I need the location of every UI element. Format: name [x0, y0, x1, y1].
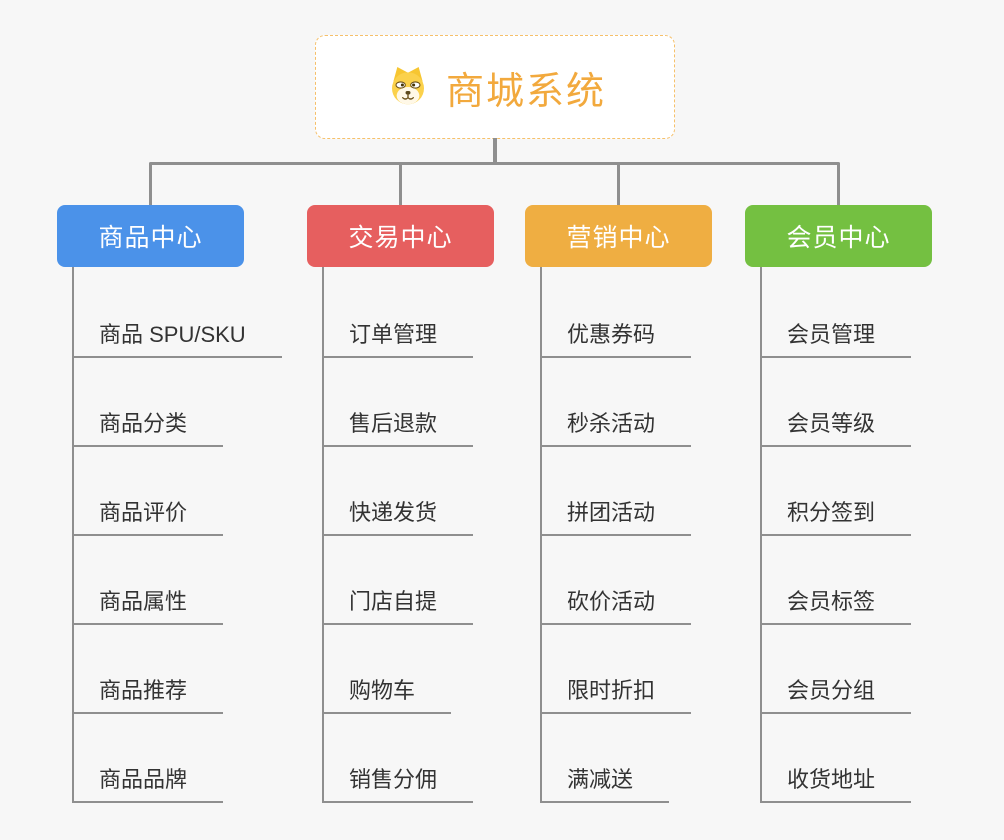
subtopic[interactable]: 快递发货 — [322, 501, 474, 536]
branch-trade-center: 交易中心 订单管理 售后退款 快递发货 门店自提 购物车 销售分佣 — [307, 205, 494, 840]
subtopic[interactable]: 砍价活动 — [540, 590, 692, 625]
branch-product-center: 商品中心 商品 SPU/SKU 商品分类 商品评价 商品属性 商品推荐 商品品牌 — [57, 205, 282, 840]
subtopic[interactable]: 商品分类 — [72, 412, 224, 447]
subtopic[interactable]: 限时折扣 — [540, 679, 692, 714]
subtopic[interactable]: 订单管理 — [322, 323, 474, 358]
root-topic[interactable]: 商城系统 — [315, 35, 675, 139]
subtopic[interactable]: 商品属性 — [72, 590, 224, 625]
subtopic[interactable]: 商品评价 — [72, 501, 224, 536]
subtopic[interactable]: 秒杀活动 — [540, 412, 692, 447]
subtopic[interactable]: 商品品牌 — [72, 768, 224, 803]
subtopic[interactable]: 拼团活动 — [540, 501, 692, 536]
subtopic[interactable]: 商品推荐 — [72, 679, 224, 714]
branch-marketing-center: 营销中心 优惠券码 秒杀活动 拼团活动 砍价活动 限时折扣 满减送 — [525, 205, 712, 840]
root-topic-label: 商城系统 — [445, 70, 606, 113]
subtopic[interactable]: 销售分佣 — [322, 768, 474, 803]
branch-member-center: 会员中心 会员管理 会员等级 积分签到 会员标签 会员分组 收货地址 — [745, 205, 932, 840]
connector-drop-product — [149, 163, 152, 207]
subtopic[interactable]: 收货地址 — [760, 768, 912, 803]
connector-horizontal-bar — [149, 162, 840, 165]
connector-drop-member — [837, 163, 840, 207]
subtopic[interactable]: 会员分组 — [760, 679, 912, 714]
branch-topic-product[interactable]: 商品中心 — [57, 205, 244, 267]
branch-topic-trade[interactable]: 交易中心 — [307, 205, 494, 267]
connector-drop-trade — [399, 163, 402, 207]
subtopic[interactable]: 商品 SPU/SKU — [72, 323, 282, 358]
subtopic[interactable]: 购物车 — [322, 679, 452, 714]
subtopic[interactable]: 售后退款 — [322, 412, 474, 447]
subtopic[interactable]: 会员管理 — [760, 323, 912, 358]
subtopic[interactable]: 会员等级 — [760, 412, 912, 447]
subtopic[interactable]: 优惠券码 — [540, 323, 692, 358]
subtopic[interactable]: 积分签到 — [760, 501, 912, 536]
subtopic[interactable]: 满减送 — [540, 768, 670, 803]
branch-topic-member[interactable]: 会员中心 — [745, 205, 932, 267]
connector-drop-marketing — [617, 163, 620, 207]
subtopic[interactable]: 门店自提 — [322, 590, 474, 625]
dog-face-icon — [391, 67, 424, 105]
subtopic[interactable]: 会员标签 — [760, 590, 912, 625]
connector-root-stem — [493, 138, 497, 164]
branch-topic-marketing[interactable]: 营销中心 — [525, 205, 712, 267]
